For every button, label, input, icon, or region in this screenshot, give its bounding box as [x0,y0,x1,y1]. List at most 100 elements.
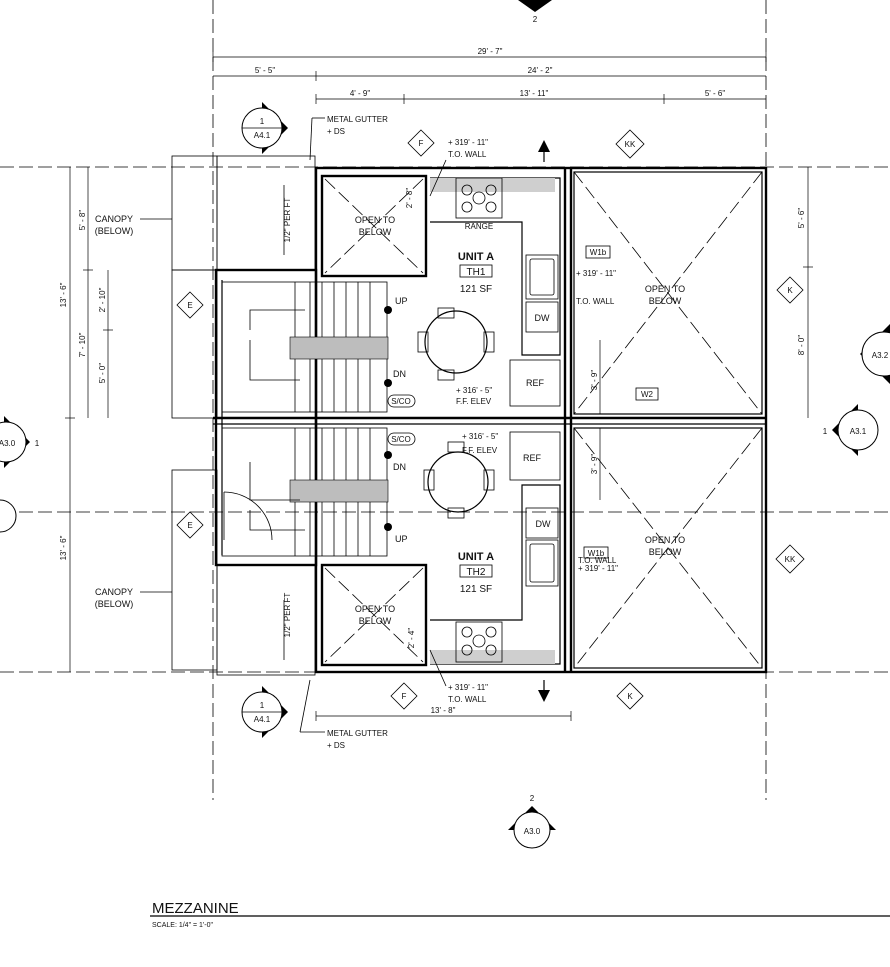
to-wall-bottom-value: + 319' - 11" [448,683,488,692]
section-a41-top: 1 A4.1 [241,102,288,154]
dim-2-10: 2' - 10" [98,287,107,312]
dim-13-6-top: 13' - 6" [59,282,68,307]
a41-top-num: 1 [260,117,265,126]
canopy-label-top: CANOPY [95,214,133,224]
stair-dn-1: DN [393,369,406,379]
canopies: CANOPY (BELOW) CANOPY (BELOW) [95,155,218,671]
a30-bottom-num: 2 [530,794,535,803]
open-to-label-2: OPEN TO [355,604,395,614]
dim-5-8: 5' - 8" [78,210,87,231]
below-label-1: BELOW [359,227,392,237]
ff-bottom-label: F.F. ELEV [462,446,498,455]
title-block: MEZZANINE SCALE: 1/4" = 1'-0" [150,900,890,929]
gutter-callouts: METAL GUTTER + DS METAL GUTTER + DS [299,115,388,750]
unit-tag-1: TH1 [467,267,486,278]
dim-5-6: 5' - 6" [705,89,726,98]
section-a30-top: 2 [518,0,552,24]
kitchen-th1: RANGE DW REF 3' - 9" 2' - 8" [405,177,601,414]
left-dimensions: 13' - 6" 13' - 6" 5' - 8" 7' - 10" 2' - … [59,167,113,672]
gutter-label-2: METAL GUTTER [327,729,388,738]
a41-bottom-sheet: A4.1 [254,715,271,724]
dim-range-2-4: 2' - 4" [407,628,416,649]
stair-up-1: UP [395,296,408,306]
tag-k-2: K [627,692,633,701]
dim-7-10: 7' - 10" [78,332,87,357]
w1b-tag-2: W1b [588,549,605,558]
stair-dn-2: DN [393,462,406,472]
sco-label-1: S/CO [391,397,411,406]
open-to-below-large: OPEN TO BELOW OPEN TO BELOW [573,171,763,669]
tag-f-2: F [402,692,407,701]
dim-right-24-2: 24' - 2" [528,66,553,75]
dim-right-8-0: 8' - 0" [797,335,806,356]
unit-area-1: 121 SF [460,284,492,295]
dim-right-5-6: 5' - 6" [797,208,806,229]
to-wall-top-label: T.O. WALL [448,150,487,159]
ref-label-1: REF [526,378,545,388]
drawing-title: MEZZANINE [152,900,239,917]
ff-top-label: F.F. ELEV [456,397,492,406]
ff-top-value: + 316' - 5" [456,386,492,395]
w1b-tag-1: W1b [590,248,607,257]
a30-bottom-sheet: A3.0 [524,827,541,836]
roof-slope-zones: 1/2" PER FT 1/2" PER FT [216,155,316,676]
to-wall-right-label: T.O. WALL [576,297,615,306]
section-a32: A3.2 [860,324,890,384]
grid-lines [0,0,890,800]
dining-tables [417,307,495,519]
below-label-4: BELOW [649,547,682,557]
slope-label-top: 1/2" PER FT [283,198,292,243]
tag-kk-2: KK [785,555,796,564]
dim-ref-3-9-bottom: 3' - 9" [590,454,599,475]
dw-label-1: DW [535,313,550,323]
dim-4-9: 4' - 9" [350,89,371,98]
diamond-tags: E E F F KK KK K K [176,129,805,710]
tag-e-1: E [187,301,192,310]
a30-left-sheet: A3.0 [0,439,16,448]
unit-area-2: 121 SF [460,584,492,595]
a30-top-num: 2 [533,15,538,24]
stair-up-2: UP [395,534,408,544]
open-to-label-3: OPEN TO [645,284,685,294]
slope-label-bottom: 1/2" PER FT [283,593,292,638]
tag-f-1: F [419,139,424,148]
unit-name-2: UNIT A [458,551,494,563]
dim-ref-3-9-top: 3' - 9" [590,370,599,391]
drawing-scale: SCALE: 1/4" = 1'-0" [152,922,213,929]
wall-arrows [538,140,550,702]
top-dimensions: 29' - 7" 5' - 5" 24' - 2" 4' - 9" 13' - … [212,47,767,104]
dim-bottom-13-8: 13' - 8" [431,706,456,715]
dim-left-5-5: 5' - 5" [255,66,276,75]
canopy-below-bottom: (BELOW) [95,599,134,609]
to-wall-right-value: + 319' - 11" [576,269,616,278]
dim-overall: 29' - 7" [478,47,503,56]
building-walls [213,166,768,674]
elevation-callouts: + 319' - 11" T.O. WALL + 319' - 11" T.O.… [429,138,618,704]
to-wall-lower-value: + 319' - 11" [578,564,618,573]
bottom-dimension: 13' - 8" [315,706,572,721]
unit-labels: UNIT A TH1 121 SF UNIT A TH2 121 SF [458,251,494,595]
a41-bottom-num: 1 [260,701,265,710]
a31-sheet: A3.1 [850,427,867,436]
section-markers: 1 A4.1 1 A4.1 2 A3.0 2 A3.1 1 [0,0,890,849]
tag-e-2: E [187,521,192,530]
a31-num: 1 [823,427,828,436]
window-tags: W1b W2 W1b [583,245,659,559]
section-a30-left: A3.0 1 [0,416,40,533]
tag-k-1: K [787,286,793,295]
open-to-label-4: OPEN TO [645,535,685,545]
unit-name-1: UNIT A [458,251,494,263]
dim-range-2-8: 2' - 8" [405,188,414,209]
sco-tags: S/CO S/CO [387,394,416,446]
ff-bottom-value: + 316' - 5" [462,432,498,441]
dw-label-2: DW [536,519,551,529]
unit-tag-2: TH2 [467,567,486,578]
right-dimensions: 5' - 6" 8' - 0" [797,167,813,418]
range-label-1: RANGE [465,222,493,231]
section-a41-bottom: 1 A4.1 [241,686,288,738]
tag-kk-1: KK [625,140,636,149]
below-label-2: BELOW [359,616,392,626]
dim-13-11: 13' - 11" [520,89,549,98]
section-a31: A3.1 1 [823,404,879,456]
